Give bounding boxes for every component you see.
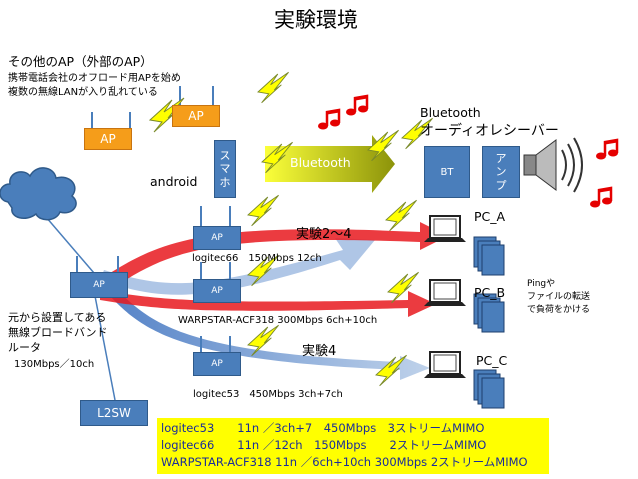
pc-b-label: PC_B	[474, 285, 506, 300]
router-desc-1: 元から設置してある	[8, 311, 107, 324]
ap-warpstar-box: AP	[193, 279, 241, 303]
legend-row-warpstar: WARPSTAR-ACF318 11n ／6ch+10ch 300Mbps 2ス…	[161, 455, 528, 469]
receiver-title-line2: オーディオレシーバー	[420, 123, 559, 139]
external-ap-box-1: AP	[172, 105, 220, 127]
internet-cloud-icon	[0, 167, 77, 221]
laptop-pc-c-icon	[423, 351, 467, 379]
ping-note-3: で負荷をかける	[527, 305, 591, 315]
amp-char-2: ン	[495, 165, 507, 179]
ping-note-1: Pingや	[527, 279, 556, 289]
amp-char-3: プ	[495, 178, 507, 192]
ping-note-2: ファイルの転送	[527, 292, 591, 302]
amp-box: ア ン プ	[482, 146, 520, 198]
laptop-pc-b-icon	[423, 279, 467, 307]
external-ap-heading: その他のAP（外部のAP）	[8, 54, 153, 69]
red-arrow-pc-a	[96, 222, 448, 290]
bt-box: BT	[424, 146, 470, 198]
data-stack-pc-c-icon	[473, 369, 505, 409]
smartphone-char-1: ス	[219, 149, 231, 163]
cloud-router-link	[39, 209, 101, 281]
smartphone-char-2: マ	[219, 162, 231, 176]
blue-arrow-pc-c	[100, 280, 430, 380]
external-ap-note-2: 複数の無線LANが入り乱れている	[8, 87, 158, 98]
bluetooth-arrow	[265, 135, 395, 193]
ap-spec-legend: logitec53 11n ／3ch+7 450Mbps 3ストリームMIMO …	[157, 418, 549, 474]
smartphone-box: ス マ ホ	[214, 140, 236, 198]
ap-logitec66-box: AP	[193, 226, 241, 250]
router-speed: 130Mbps／10ch	[14, 359, 95, 370]
smartphone-char-3: ホ	[219, 175, 231, 189]
experiment-2-4-label: 実験2〜4	[296, 227, 352, 242]
ap-warpstar-caption: WARPSTAR-ACF318 300Mbps 6ch+10ch	[178, 315, 378, 326]
legend-row-logitec66: logitec66 11n ／12ch 150Mbps 2ストリームMIMO	[161, 438, 487, 452]
legend-row-logitec53: logitec53 11n ／3ch+7 450Mbps 3ストリームMIMO	[161, 421, 485, 435]
router-desc-2: 無線ブロードバンド	[8, 326, 108, 339]
l2sw-box: L2SW	[80, 400, 148, 426]
data-stack-pc-a-icon	[473, 236, 505, 276]
external-ap-box-2: AP	[84, 128, 132, 150]
amp-char-1: ア	[495, 152, 507, 166]
broadband-router-box: AP	[70, 272, 128, 298]
bluetooth-arrow-label: Bluetooth	[290, 155, 351, 170]
router-switch-link	[94, 295, 116, 401]
laptop-pc-a-icon	[423, 215, 467, 243]
experiment-4-label: 実験4	[302, 344, 337, 359]
pc-c-label: PC_C	[476, 353, 508, 368]
external-ap-note-1: 携帯電話会社のオフロード用APを始め	[8, 73, 181, 84]
red-arrow-pc-b	[100, 290, 436, 317]
ap-logitec66-caption: logitec66 150Mbps 12ch	[192, 253, 322, 264]
router-desc-3: ルータ	[8, 341, 41, 354]
android-label: android	[150, 174, 198, 189]
ap-logitec53-box: AP	[193, 352, 241, 376]
ap-logitec53-caption: logitec53 450Mbps 3ch+7ch	[193, 389, 343, 400]
pc-a-label: PC_A	[474, 209, 506, 224]
speaker-icon	[523, 137, 583, 193]
ap-antennas	[76, 86, 231, 352]
page-title: 実験環境	[274, 8, 358, 32]
receiver-title-line1: Bluetooth	[420, 105, 481, 120]
